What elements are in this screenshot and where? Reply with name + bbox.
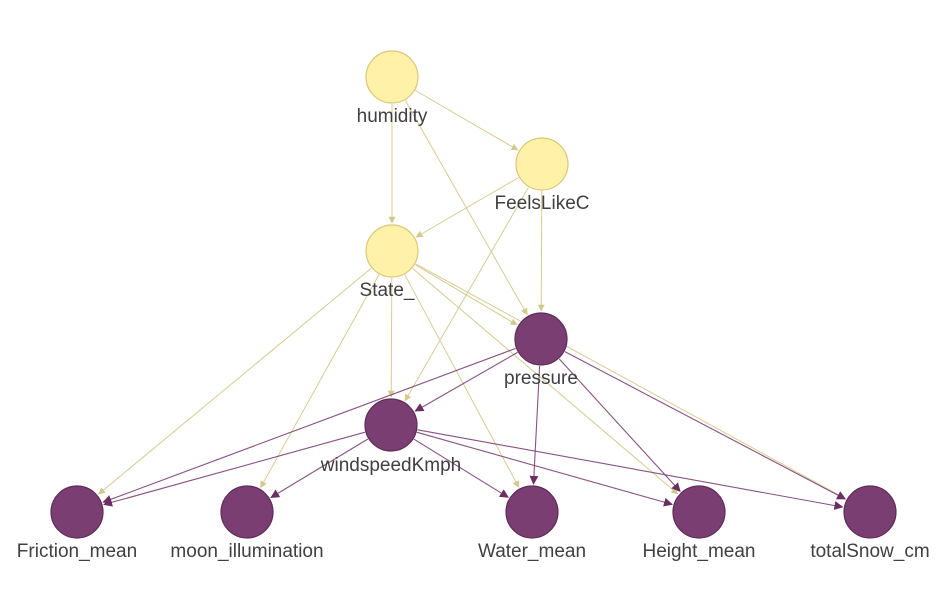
node-humidity[interactable]: humidity — [357, 50, 428, 127]
node-circle-moon_illumination[interactable] — [220, 485, 274, 539]
node-circle-humidity[interactable] — [365, 50, 419, 104]
node-windspeedKmph[interactable]: windspeedKmph — [320, 398, 461, 476]
node-circle-Friction_mean[interactable] — [50, 485, 104, 539]
edge-pressure-to-Friction_mean — [102, 347, 516, 504]
node-label-humidity: humidity — [357, 106, 428, 127]
edge-pressure-to-Water_mean — [529, 365, 541, 485]
node-circle-Height_mean[interactable] — [672, 485, 726, 539]
edge-windspeedKmph-to-Height_mean — [416, 431, 673, 507]
node-circle-totalSnow_cm[interactable] — [843, 485, 897, 539]
node-label-windspeedKmph: windspeedKmph — [320, 455, 461, 476]
edge-FeelsLikeC-to-windspeedKmph — [404, 187, 529, 402]
node-pressure[interactable]: pressure — [504, 312, 578, 389]
node-circle-State_[interactable] — [365, 224, 419, 278]
node-circle-pressure[interactable] — [514, 312, 568, 366]
node-label-Height_mean: Height_mean — [642, 541, 755, 562]
node-Height_mean[interactable]: Height_mean — [642, 485, 756, 562]
node-label-totalSnow_cm: totalSnow_cm — [810, 541, 929, 562]
edge-State_-to-totalSnow_cm — [415, 263, 847, 500]
node-label-State_: State_ — [360, 280, 415, 301]
node-circle-Water_mean[interactable] — [505, 485, 559, 539]
edge-State_-to-Friction_mean — [98, 267, 372, 495]
node-label-Water_mean: Water_mean — [478, 541, 586, 562]
edge-State_-to-windspeedKmph — [387, 277, 395, 398]
edge-State_-to-Water_mean — [404, 274, 520, 488]
edge-FeelsLikeC-to-pressure — [537, 190, 545, 312]
node-circle-FeelsLikeC[interactable] — [515, 137, 569, 191]
node-label-Friction_mean: Friction_mean — [17, 541, 137, 562]
node-State_[interactable]: State_ — [360, 224, 419, 301]
edge-windspeedKmph-to-totalSnow_cm — [417, 429, 844, 510]
node-circle-windspeedKmph[interactable] — [364, 398, 418, 452]
node-label-moon_illumination: moon_illumination — [170, 541, 323, 562]
node-totalSnow_cm[interactable]: totalSnow_cm — [810, 485, 930, 562]
edge-windspeedKmph-to-Water_mean — [413, 438, 509, 498]
node-moon_illumination[interactable]: moon_illumination — [170, 485, 324, 562]
node-label-pressure: pressure — [504, 368, 578, 389]
edge-FeelsLikeC-to-State_ — [415, 177, 519, 238]
edge-windspeedKmph-to-Friction_mean — [103, 431, 366, 507]
edge-State_-to-pressure — [414, 264, 518, 326]
edge-windspeedKmph-to-moon_illumination — [270, 438, 369, 498]
node-label-FeelsLikeC: FeelsLikeC — [494, 193, 589, 214]
edge-pressure-to-totalSnow_cm — [564, 351, 846, 500]
edges-layer — [98, 90, 847, 510]
edge-pressure-to-windspeedKmph — [414, 351, 518, 412]
node-Water_mean[interactable]: Water_mean — [478, 485, 586, 562]
node-Friction_mean[interactable]: Friction_mean — [17, 485, 137, 562]
edge-pressure-to-Height_mean — [558, 358, 681, 492]
node-FeelsLikeC[interactable]: FeelsLikeC — [494, 137, 590, 214]
edge-humidity-to-FeelsLikeC — [415, 90, 519, 151]
edge-State_-to-Height_mean — [412, 268, 679, 495]
edge-State_-to-moon_illumination — [260, 274, 380, 489]
